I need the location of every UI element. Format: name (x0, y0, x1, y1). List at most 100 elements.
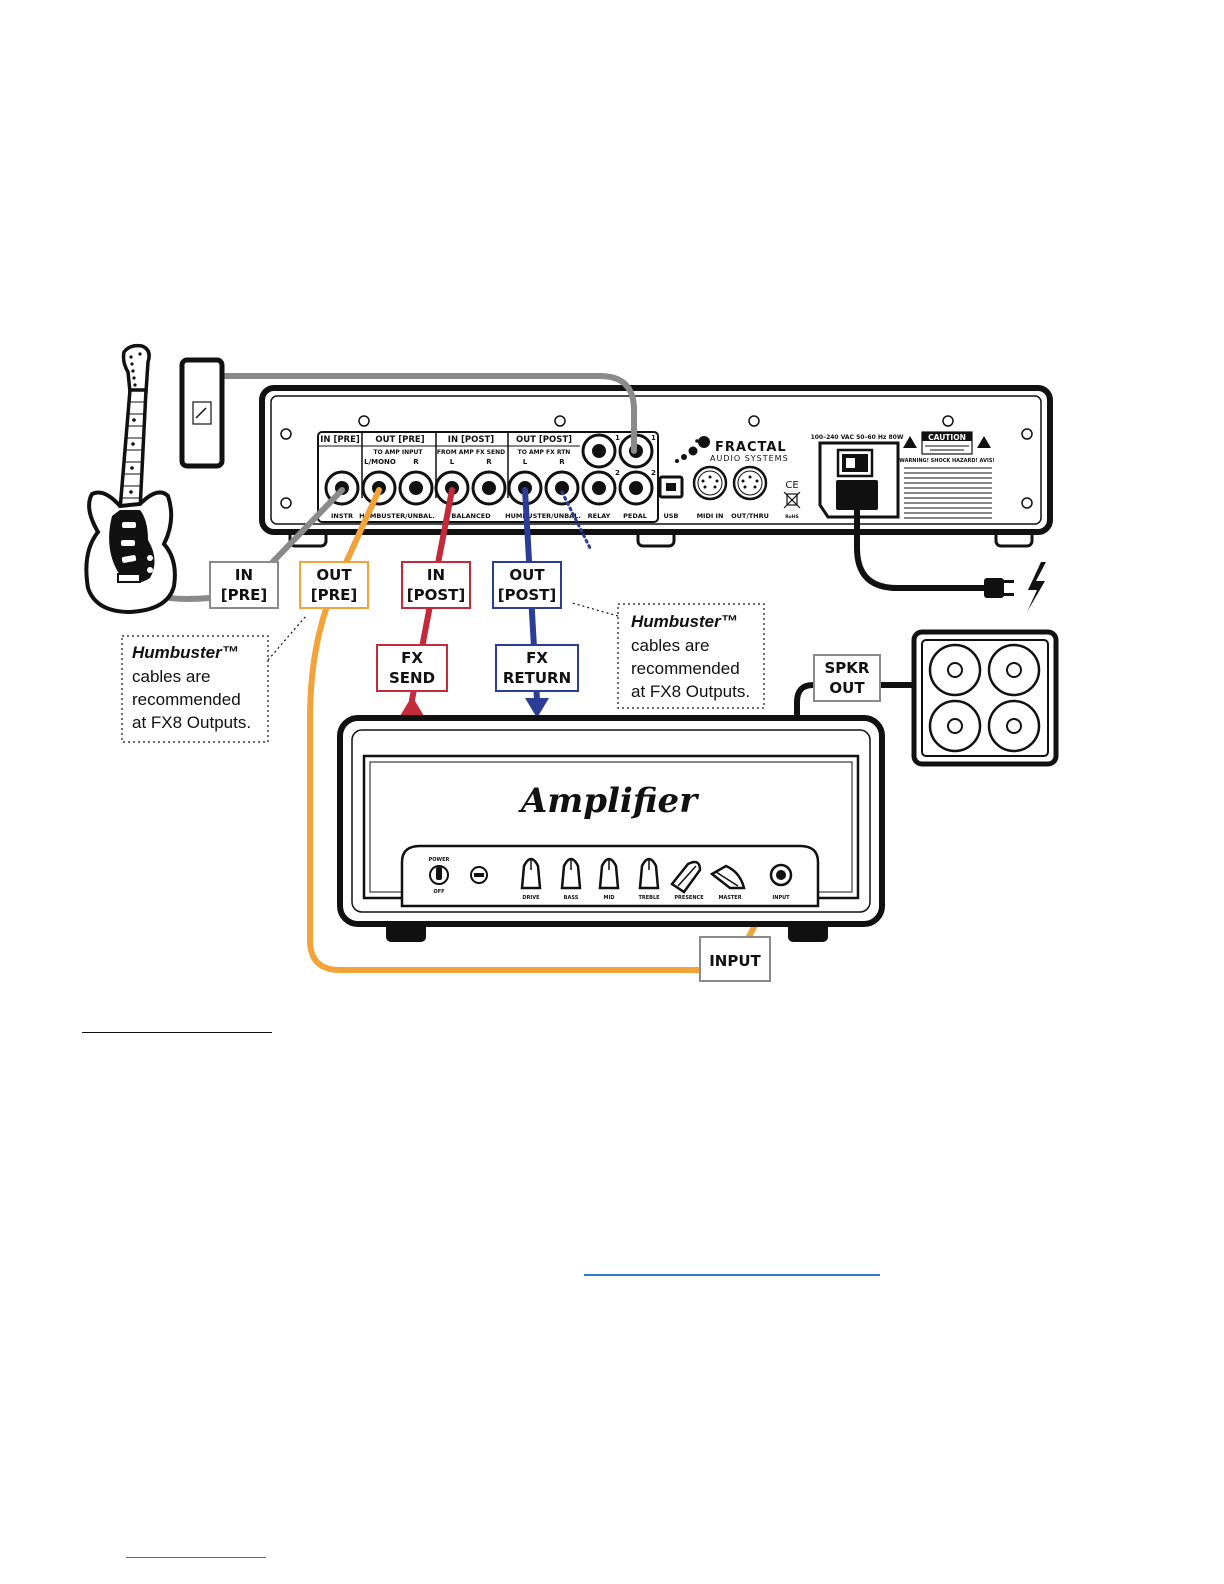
midi-out-port-icon (732, 465, 768, 501)
amp-label-bass: BASS (564, 895, 579, 901)
amplifier: Amplifier POWER OFF (337, 715, 885, 942)
label-boxes: IN [PRE] OUT [PRE] IN [POST] OUT [POST] … (209, 561, 881, 702)
spkr-out-label-box: SPKR OUT (813, 654, 881, 702)
input-label: INPUT (709, 952, 761, 970)
note-left-line2: cables are (132, 667, 210, 686)
fx-return-label-box: FX RETURN (495, 644, 579, 692)
note-left-line4: at FX8 Outputs. (132, 713, 251, 732)
note-right-line2: cables are (631, 636, 709, 655)
out-pre-line2: [PRE] (311, 586, 358, 604)
fx-send-line1: FX (401, 649, 423, 667)
label-out-post-section: OUT [POST] (516, 435, 572, 445)
amp-input-jack[interactable] (769, 863, 793, 887)
in-pre-line2: [PRE] (221, 586, 268, 604)
note-left-line3: recommended (132, 690, 241, 709)
note-right-line4: at FX8 Outputs. (631, 682, 750, 701)
in-pre-label-box: IN [PRE] (209, 561, 279, 609)
label-out-thru: OUT/THRU (731, 512, 769, 520)
amp-off-label: OFF (433, 889, 444, 895)
amp-label-master: MASTER (718, 895, 741, 901)
label-usb: USB (664, 512, 679, 520)
note-right-title: Humbuster™ (631, 612, 738, 631)
amp-knob-presence[interactable] (670, 860, 702, 894)
iec-socket (836, 480, 878, 510)
amp-knob-mid[interactable] (598, 857, 620, 890)
caution-label: CAUTION (928, 433, 966, 442)
label-instr: INSTR (331, 512, 353, 520)
label-num-2b: 2 (651, 469, 656, 477)
fx-send-arrow-icon (400, 696, 424, 716)
rohs-mark: RoHS (785, 514, 799, 520)
note-right: Humbuster™ cables are recommended at FX8… (571, 602, 765, 709)
label-jack-r-2: R (486, 458, 492, 466)
out-post-label-box: OUT [POST] (492, 561, 562, 609)
spkr-out-line1: SPKR (825, 659, 870, 677)
label-num-1a: 1 (615, 434, 620, 442)
lightning-bolt-icon (1027, 562, 1046, 612)
in-post-label-box: IN [POST] (401, 561, 471, 609)
label-to-amp-input: TO AMP INPUT (374, 449, 424, 456)
label-jack-lmono: L/MONO (364, 458, 396, 466)
amp-knob-bass[interactable] (560, 857, 582, 890)
amp-label-presence: PRESENCE (674, 895, 704, 901)
label-midi-in: MIDI IN (697, 512, 724, 520)
amp-label-treble: TREBLE (638, 895, 660, 901)
expression-pedal (179, 357, 225, 469)
label-num-1b: 1 (651, 434, 656, 442)
amp-label-mid: MID (604, 895, 615, 901)
label-num-2a: 2 (615, 469, 620, 477)
in-post-line2: [POST] (407, 586, 466, 604)
power-plug-icon (984, 578, 1014, 598)
pedal-cable (219, 373, 637, 454)
label-jack-l-1: L (450, 458, 455, 466)
caution-block: CAUTION WARNING! SHOCK HAZARD! AVIS! (899, 431, 995, 519)
footnote-link-underline[interactable] (126, 1557, 266, 1558)
link-underline[interactable] (584, 1274, 880, 1276)
spkr-out-line2: OUT (829, 679, 865, 697)
out-pre-label-box: OUT [PRE] (299, 561, 369, 609)
label-humbuster-unbal-1: HUMBUSTER/UNBAL. (359, 512, 435, 520)
amp-label-drive: DRIVE (522, 895, 540, 901)
amp-power-label: POWER (429, 857, 450, 863)
out-post-line1: OUT (509, 566, 545, 584)
label-out-pre-section: OUT [PRE] (375, 435, 424, 445)
out-pre-line1: OUT (316, 566, 352, 584)
midi-in-port-icon (692, 465, 728, 501)
fx-return-line2: RETURN (503, 669, 571, 687)
amp-input-panel-label: INPUT (772, 895, 790, 901)
fx-return-line1: FX (526, 649, 548, 667)
weee-bin-icon (783, 491, 801, 509)
label-humbuster-unbal-2: HUMBUSTER/UNBAL. (505, 512, 581, 520)
fx-send-line2: SEND (389, 669, 435, 687)
amp-power-switch[interactable] (429, 865, 449, 885)
amp-knob-treble[interactable] (638, 857, 660, 890)
in-post-line1: IN (427, 566, 445, 584)
guitar-icon (84, 343, 177, 615)
speaker-cabinet-icon (911, 629, 1059, 767)
amp-knob-drive[interactable] (520, 857, 542, 890)
label-jack-l-2: L (523, 458, 528, 466)
note-left: Humbuster™ cables are recommended at FX8… (121, 615, 307, 743)
footnote-rule (82, 1032, 272, 1033)
fx-send-label-box: FX SEND (376, 644, 448, 692)
label-relay: RELAY (588, 512, 611, 520)
fractal-brand-name: FRACTAL (715, 440, 787, 455)
fractal-brand-subtitle: AUDIO SYSTEMS (710, 454, 789, 463)
fx-return-arrow-icon (525, 698, 549, 718)
fx8-unit: IN [PRE] OUT [PRE] IN [POST] OUT [POST] … (259, 385, 1053, 548)
amp-knob-master[interactable] (709, 864, 746, 890)
label-jack-r-3: R (559, 458, 565, 466)
label-jack-r-1: R (413, 458, 419, 466)
amplifier-logo: Amplifier (518, 781, 699, 821)
note-right-line3: recommended (631, 659, 740, 678)
out-pre-cable (307, 487, 703, 973)
label-to-amp-fx-rtn: TO AMP FX RTN (518, 449, 571, 456)
amp-standby-light-icon (470, 866, 488, 884)
power-cord (854, 503, 988, 591)
input-label-box: INPUT (699, 936, 771, 982)
label-pedal: PEDAL (623, 512, 647, 520)
label-from-amp-fx-send: FROM AMP FX SEND (437, 449, 505, 456)
warning-label: WARNING! SHOCK HAZARD! AVIS! (899, 458, 994, 464)
ce-mark: CE (785, 480, 798, 491)
